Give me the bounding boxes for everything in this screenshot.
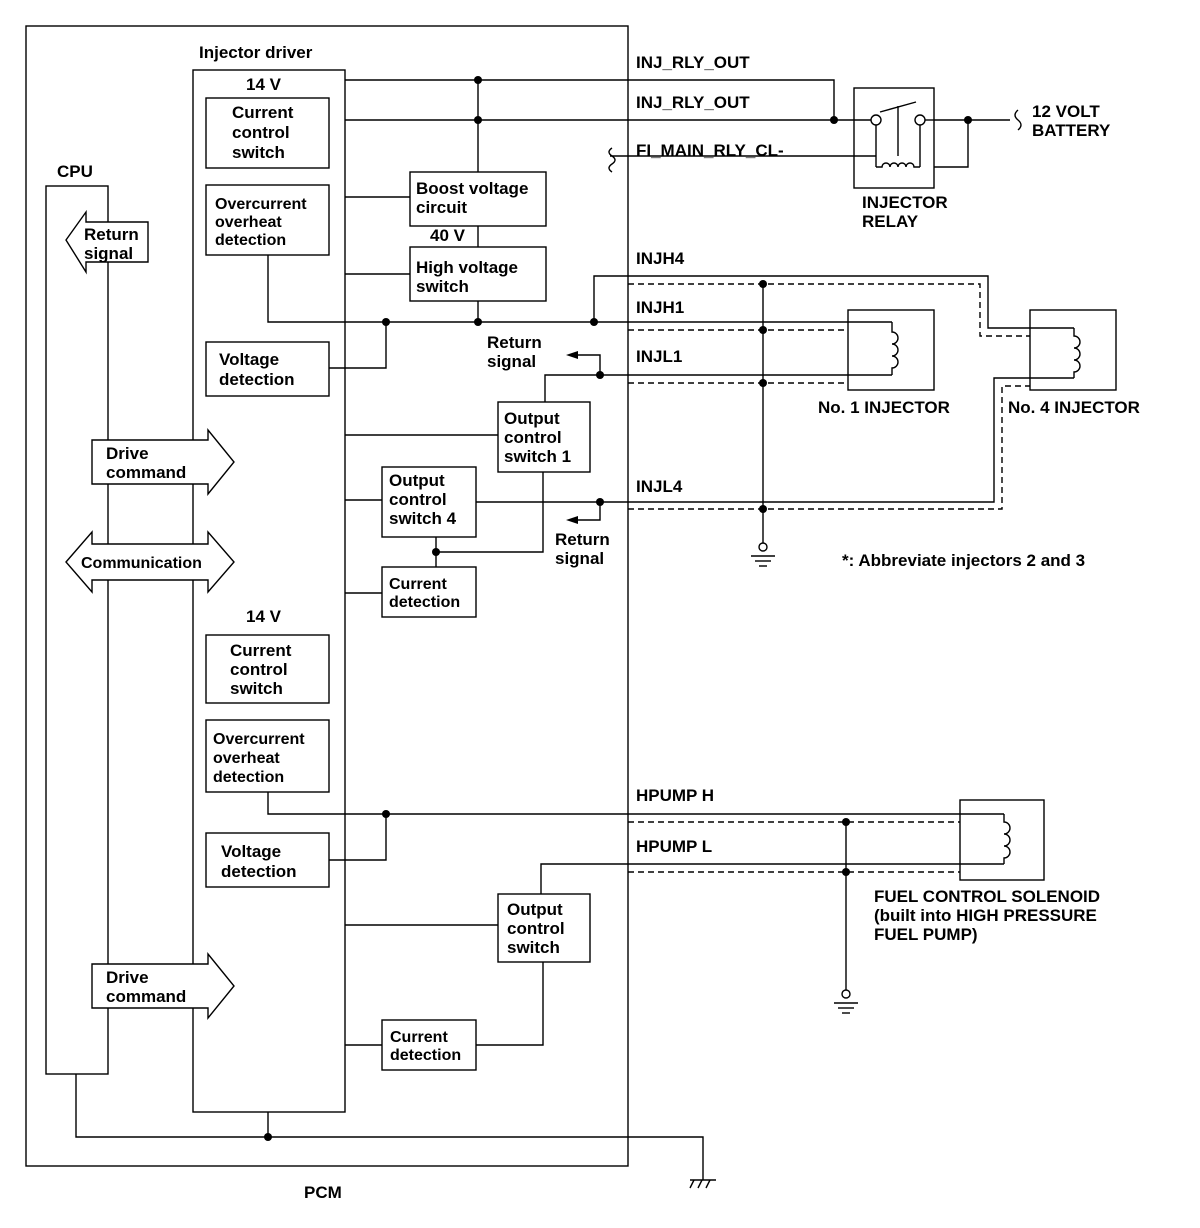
no1-injector-coil	[847, 309, 935, 391]
overcurrent-detection-2-box	[205, 719, 330, 793]
wires-relay	[267, 79, 1030, 369]
current-control-switch-2-box	[205, 634, 330, 704]
pcm-label: PCM	[304, 1183, 342, 1202]
svg-text:Communication: Communication	[81, 555, 202, 572]
fuel-control-solenoid-label: FUEL CONTROL SOLENOID (built into HIGH P…	[874, 887, 1105, 944]
voltage-14v-top-label: 14 V	[246, 75, 282, 94]
output-control-switch-2-box	[497, 893, 591, 963]
current-control-switch-1-text: Current control switch	[232, 103, 298, 162]
pcm-frame	[25, 25, 629, 1167]
voltage-detection-2-box	[205, 832, 330, 888]
hpump-h-label: HPUMP H	[636, 786, 714, 805]
overcurrent-detection-1-box	[205, 184, 330, 256]
boost-voltage-circuit-box	[409, 171, 547, 227]
current-detection-2-box	[381, 1019, 477, 1071]
output-control-switch-2-text: Output control switch	[507, 900, 569, 957]
current-control-switch-2-text: Current control switch	[230, 641, 296, 698]
injector-driver-frame	[192, 69, 346, 1113]
injector-driver-label: Injector driver	[199, 43, 313, 62]
inj-rly-out-label-2: INJ_RLY_OUT	[636, 93, 750, 112]
chassis-ground-icon	[689, 1179, 716, 1189]
hpump-l-label: HPUMP L	[636, 837, 712, 856]
no1-injector-label: No. 1 INJECTOR	[818, 398, 950, 417]
return-signal-label-2: Return signal	[555, 530, 615, 568]
fuel-control-solenoid-coil	[959, 799, 1045, 881]
current-detection-1-text: Current detection	[389, 576, 460, 611]
boost-voltage-circuit-text: Boost voltage circuit	[416, 179, 533, 217]
wires-pump	[75, 792, 960, 1180]
injector-relay-label: INJECTOR RELAY	[862, 193, 952, 231]
battery-label: 12 VOLT BATTERY	[1032, 102, 1111, 140]
wires-injector-low	[345, 282, 1030, 594]
overcurrent-detection-2-text: Overcurrent overheat detection	[213, 731, 309, 786]
current-control-switch-1-box	[205, 97, 330, 169]
voltage-14v-bottom-label: 14 V	[246, 607, 282, 626]
return-signal-label-1: Return signal	[487, 333, 547, 371]
output-control-switch-4-text: Output control switch 4	[389, 471, 457, 528]
shield-lines-injectors	[628, 283, 1030, 510]
inj-rly-out-label-1: INJ_RLY_OUT	[636, 53, 750, 72]
injh1-label: INJH1	[636, 298, 684, 317]
return-arrow-2	[566, 516, 578, 524]
current-detection-1-box	[381, 566, 477, 618]
output-control-switch-4-box	[381, 466, 477, 538]
abbreviation-note: *: Abbreviate injectors 2 and 3	[842, 551, 1085, 570]
shield-lines-pump	[628, 821, 960, 873]
ground-icon-pump	[834, 989, 858, 1014]
output-control-switch-1-box	[497, 401, 591, 473]
overcurrent-detection-1-text: Overcurrent overheat detection	[215, 196, 311, 249]
no4-injector-label: No. 4 INJECTOR	[1008, 398, 1140, 417]
no4-injector-coil	[1029, 309, 1117, 391]
high-voltage-switch-text: High voltage switch	[416, 258, 523, 296]
cpu-label: CPU	[57, 162, 93, 181]
return-arrow-1	[566, 351, 578, 359]
injh4-label: INJH4	[636, 249, 685, 268]
high-voltage-switch-box	[409, 246, 547, 302]
voltage-detection-1-text: Voltage detection	[219, 350, 295, 389]
output-control-switch-1-text: Output control switch 1	[504, 409, 571, 466]
junction-dots	[264, 76, 972, 1141]
injl1-label: INJL1	[636, 347, 682, 366]
voltage-detection-1-box	[205, 341, 330, 397]
communication-arrow: Communication	[65, 530, 235, 594]
ground-icon-injectors	[751, 542, 775, 567]
current-detection-2-text: Current detection	[390, 1029, 461, 1064]
injl4-label: INJL4	[636, 477, 683, 496]
injector-relay	[853, 87, 935, 189]
cpu-frame	[45, 185, 109, 1075]
voltage-detection-2-text: Voltage detection	[221, 842, 297, 881]
fi-main-rly-label: FI_MAIN_RLY_CL-	[636, 141, 784, 160]
voltage-40v-label: 40 V	[430, 226, 466, 245]
